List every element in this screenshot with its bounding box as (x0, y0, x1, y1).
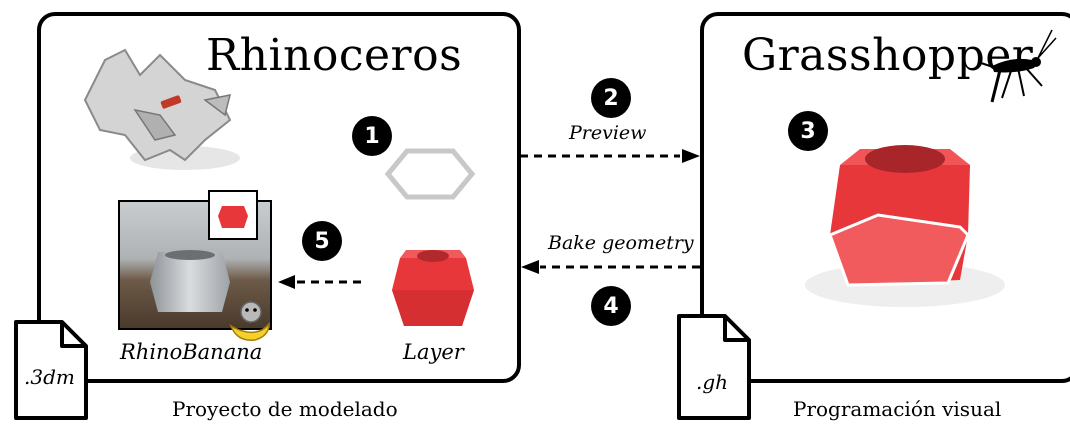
3dm-file-icon (14, 320, 88, 420)
layer-object (392, 250, 474, 326)
arrow-to-render (278, 275, 361, 289)
step-3-badge: 3 (788, 111, 828, 151)
bake-arrow (521, 260, 700, 274)
layer-label: Layer (403, 340, 464, 364)
step-4-badge: 4 (591, 286, 631, 326)
grasshopper-title: Grasshopper (742, 30, 1034, 81)
grasshopper-insect-icon (977, 29, 1057, 103)
hexagon-outline (384, 148, 476, 200)
preview-arrow (520, 149, 700, 163)
rhinoceros-caption: Proyecto de modelado (172, 397, 398, 421)
gh-file-icon (677, 314, 751, 420)
step-2-badge: 2 (591, 78, 631, 118)
step-5-badge: 5 (302, 221, 342, 261)
preview-label: Preview (569, 122, 647, 144)
rhino-logo-icon (83, 48, 240, 170)
grasshopper-object (805, 145, 1005, 307)
rhinoceros-title: Rhinoceros (206, 30, 463, 81)
grasshopper-caption: Programación visual (793, 397, 1002, 421)
render-label: RhinoBanana (120, 340, 263, 364)
bake-geometry-label: Bake geometry (548, 232, 694, 254)
gh-file-label: .gh (696, 370, 729, 394)
step-1-badge: 1 (352, 116, 392, 156)
rhinobanana-mascot-icon (229, 301, 270, 341)
render-thumbnail (208, 190, 258, 240)
3dm-file-label: .3dm (24, 365, 75, 389)
